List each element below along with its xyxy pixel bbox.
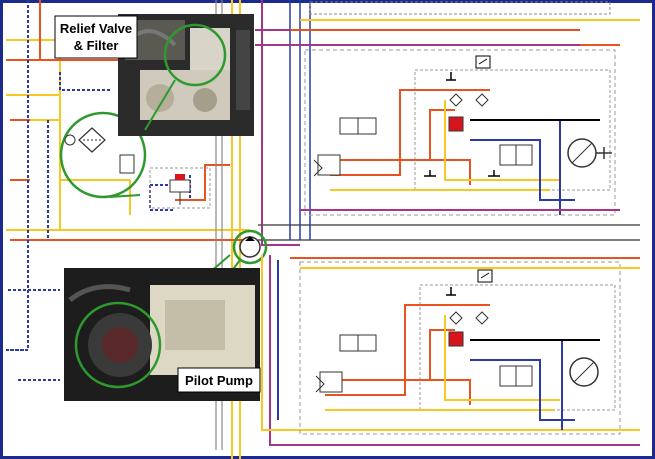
- left-circuit-lines: [6, 0, 640, 459]
- hydraulic-pump-symbol: [232, 229, 268, 265]
- pilot-pump-label: Pilot Pump: [185, 373, 253, 388]
- filter-symbol: [59, 111, 147, 199]
- relief-valve-label-line2: & Filter: [74, 38, 119, 53]
- lower-left-lines: [261, 255, 640, 446]
- hydraulic-motor-symbol: [567, 138, 612, 168]
- relief-valve-label-line1: Relief Valve: [60, 21, 132, 36]
- pilot-pump-callout: Pilot Pump: [177, 367, 261, 393]
- relief-valve-callout: Relief Valve & Filter: [54, 15, 138, 59]
- relief-valve-symbol: [149, 167, 211, 209]
- lower-valve-circuit: [290, 257, 640, 435]
- relief-valve-photo: [118, 14, 254, 136]
- upper-valve-circuit: [255, 0, 640, 240]
